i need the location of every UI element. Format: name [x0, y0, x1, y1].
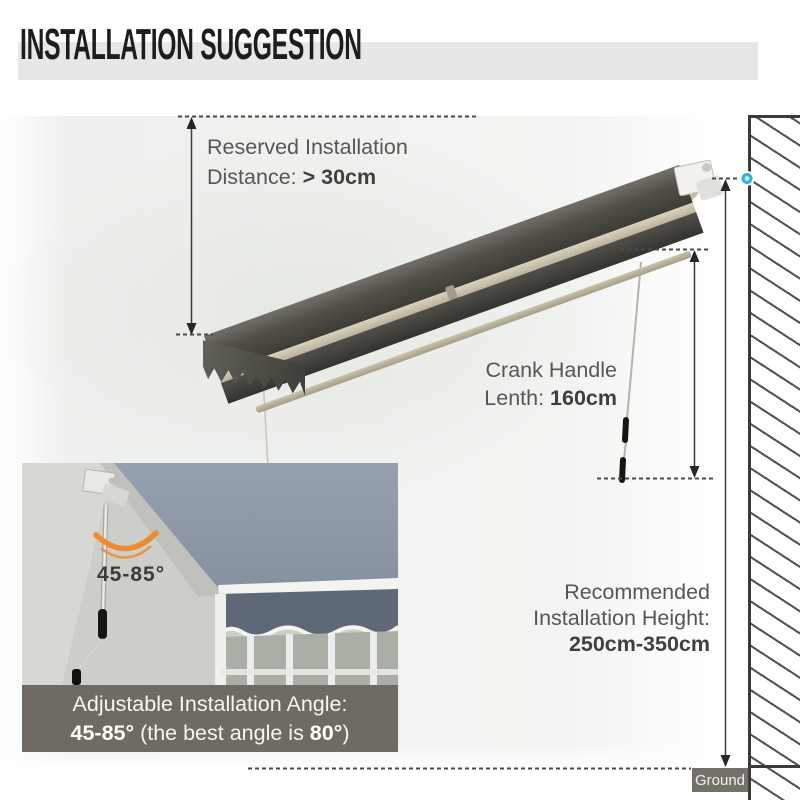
caption-angle-value: 45-85°	[70, 721, 135, 745]
reserved-distance-note: Reserved Installation Distance: > 30cm	[207, 132, 408, 192]
inset-window-mullion	[247, 635, 254, 685]
inset-bracket-bolt	[108, 477, 116, 485]
height-value: 250cm-350cm	[568, 632, 710, 656]
mount-bracket-bolt	[702, 163, 711, 172]
wall-ground-edge	[748, 765, 800, 768]
installation-height-note: Recommended Installation Height: 250cm-3…	[450, 579, 710, 657]
inset-valance	[219, 589, 398, 635]
caption-mid-text: (the best angle is	[134, 721, 310, 745]
height-line3: 250cm-350cm	[450, 631, 710, 657]
angle-inset: 45-85° Adjustable Installation Angle: 45…	[22, 463, 398, 752]
inset-window-mullion	[286, 634, 293, 685]
reserved-label: Distance:	[207, 165, 303, 189]
reserved-line1: Reserved Installation	[207, 135, 408, 159]
inset-window-mullion	[370, 632, 377, 685]
caption-best-angle-value: 80°	[309, 721, 343, 745]
title-highlight-bar	[18, 42, 758, 80]
inset-crank-grip	[98, 609, 107, 639]
crank-value: 160cm	[550, 386, 617, 410]
crank-line2: Lenth: 160cm	[417, 384, 617, 412]
crank-label: Lenth:	[484, 386, 551, 410]
crank-line1: Crank Handle	[485, 358, 617, 382]
inset-wall-light	[22, 463, 114, 685]
inset-valance-wave-edge	[219, 625, 398, 639]
caption-end-text: )	[342, 721, 350, 745]
inset-crank-cord	[76, 638, 104, 672]
reserved-value: > 30cm	[302, 165, 377, 189]
reserved-line2: Distance: > 30cm	[207, 162, 408, 192]
height-line1: Recommended	[564, 580, 710, 604]
inset-crank-grip-lower	[72, 669, 81, 685]
inset-caption: Adjustable Installation Angle: 45-85° (t…	[22, 685, 398, 752]
inset-window-rail	[221, 669, 398, 675]
angle-range-arc-icon	[100, 545, 152, 559]
wall-hatch	[748, 115, 800, 800]
angle-range-arc-icon	[93, 530, 159, 552]
ground-badge: Ground	[692, 768, 748, 792]
caption-line1: Adjustable Installation Angle:	[72, 692, 348, 716]
caption-line2: 45-85° (the best angle is 80°)	[22, 719, 398, 748]
page-title: INSTALLATION SUGGESTION	[20, 20, 362, 69]
inset-window-frame-left	[215, 594, 226, 685]
inset-window-mullion	[328, 633, 335, 685]
angle-range-label: 45-85°	[97, 563, 166, 586]
inset-bracket-arm	[100, 483, 130, 507]
inset-crank-rod	[101, 504, 108, 612]
inset-awning-underside	[114, 463, 398, 590]
height-line2: Installation Height:	[533, 606, 710, 630]
inset-photo	[22, 463, 398, 685]
crank-length-note: Crank Handle Lenth: 160cm	[417, 356, 617, 412]
